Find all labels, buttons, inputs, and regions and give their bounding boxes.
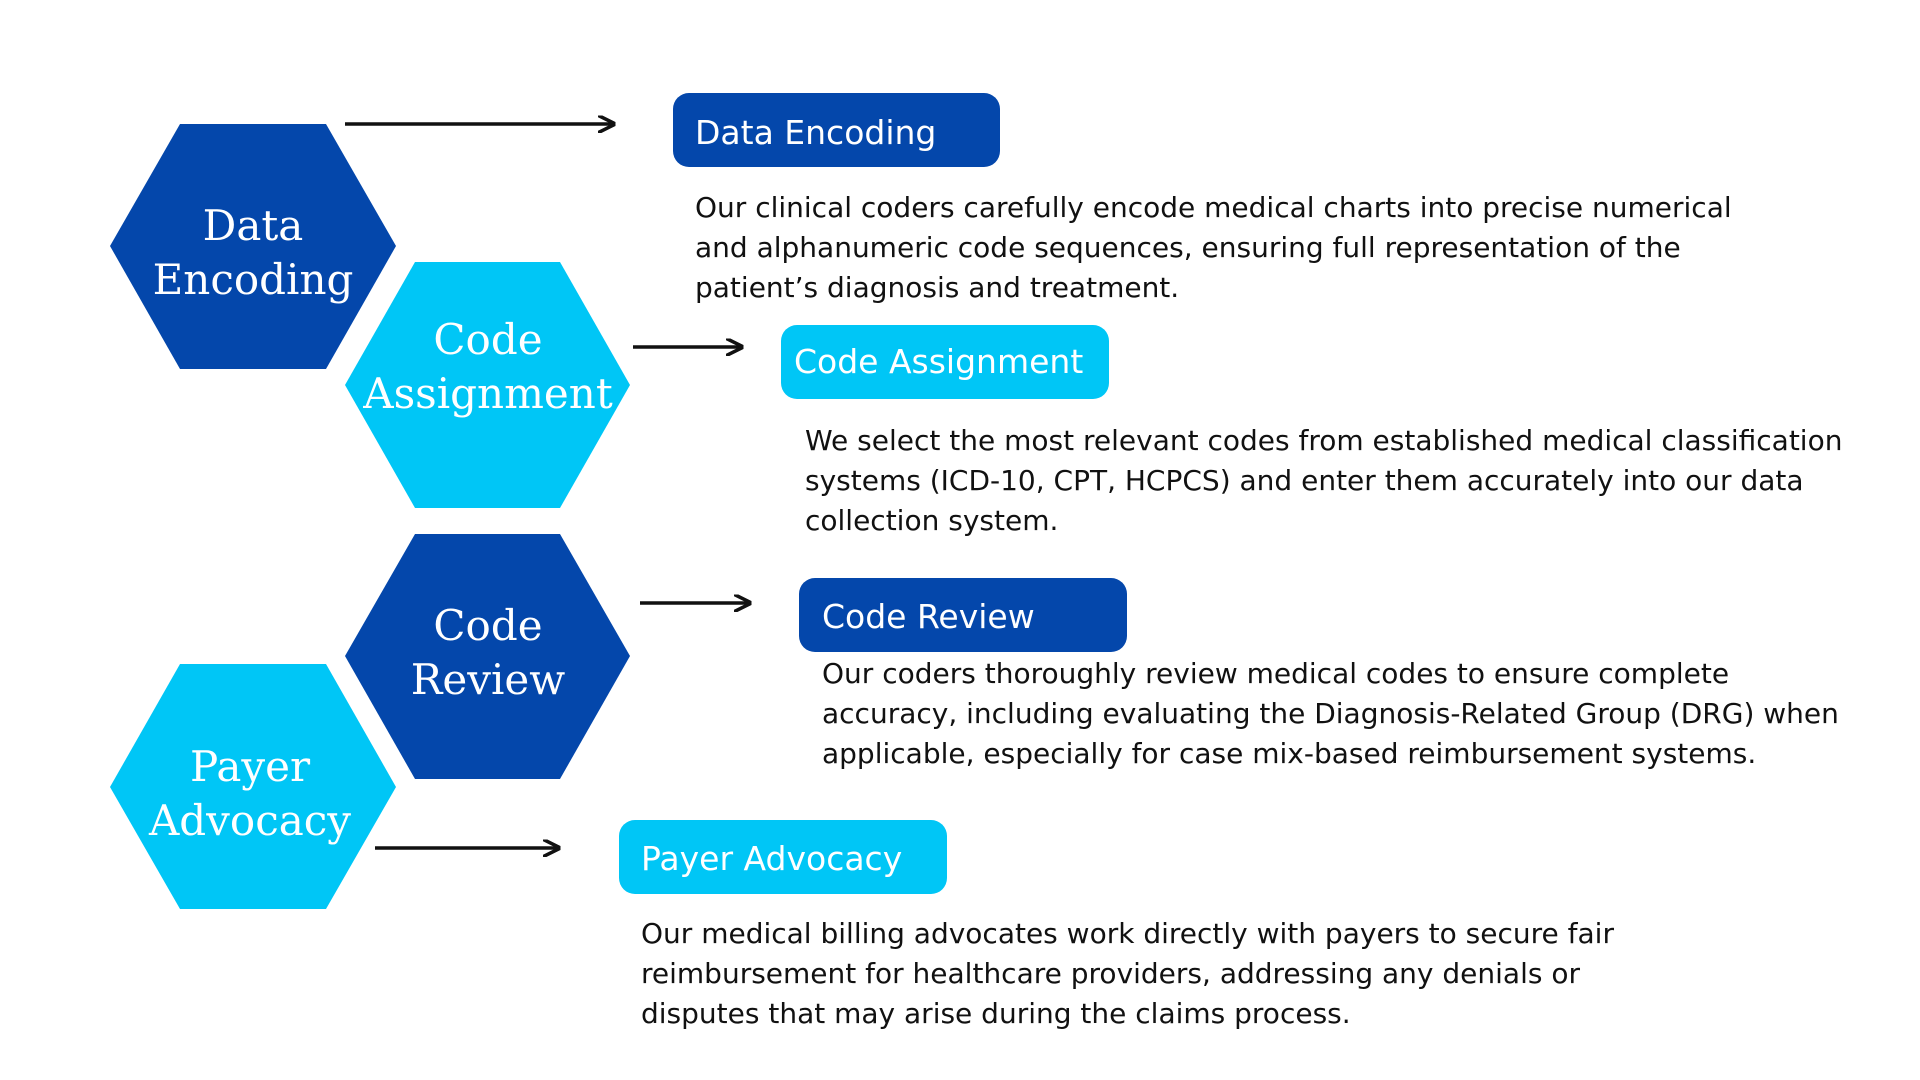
hexagon-label-code-assignment-line-2: Assignment [362,369,613,418]
hexagon-label-payer-advocacy-line-2: Advocacy [148,796,351,845]
heading-payer-advocacy: Payer Advocacy [641,839,902,878]
hexagon-code-assignment [345,262,630,508]
description-payer-advocacy: Our medical billing advocates work direc… [641,917,1614,1030]
hexagon-payer-advocacy [110,664,396,909]
heading-code-assignment: Code Assignment [794,342,1083,381]
hexagon-label-data-encoding-line-2: Encoding [153,255,354,304]
hexagon-label-code-review-line-2: Review [411,655,565,704]
heading-pill-code-assignment [781,325,1109,399]
heading-pill-code-review [799,578,1127,652]
hexagon-code-review [345,534,630,779]
heading-pill-payer-advocacy [619,820,947,894]
heading-pill-data-encoding [673,93,1000,167]
description-data-encoding: Our clinical coders carefully encode med… [695,191,1732,304]
hexagon-data-encoding [110,124,396,369]
hexagon-label-payer-advocacy-line-1: Payer [190,742,311,791]
description-code-assignment: We select the most relevant codes from e… [805,424,1843,537]
hexagon-label-code-review-line-1: Code [433,601,542,650]
description-code-review: Our coders thoroughly review medical cod… [822,657,1839,770]
heading-code-review: Code Review [822,597,1035,636]
heading-data-encoding: Data Encoding [695,113,936,152]
hexagon-label-data-encoding-line-1: Data [203,201,304,250]
hexagon-label-code-assignment-line-1: Code [433,315,542,364]
